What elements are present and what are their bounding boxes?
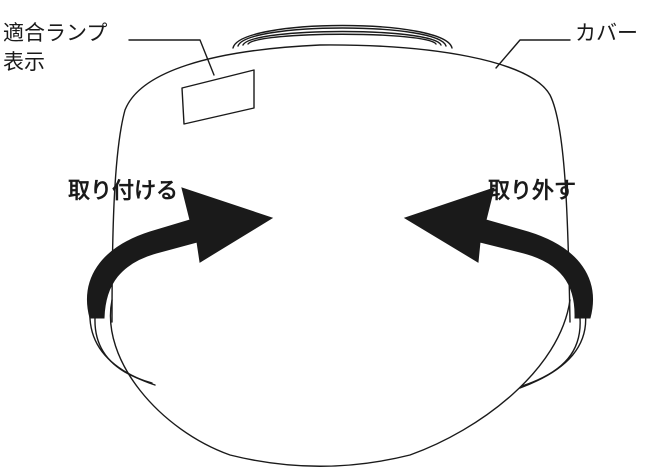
attach-label: 取り付ける: [68, 179, 179, 204]
lamp-window: [181, 69, 255, 125]
mounting-ring: [232, 24, 453, 49]
attach-arrow: [87, 187, 274, 319]
remove-label: 取り外す: [488, 179, 577, 204]
cover-leader-line: [495, 39, 571, 69]
cover-body: [111, 44, 571, 323]
lamp-indicator-label-line2: 表示: [3, 50, 45, 74]
remove-arrow: [403, 187, 593, 319]
lower-dome: [109, 299, 571, 467]
lamp-indicator-label-line1: 適合ランプ: [3, 21, 108, 45]
cover-label: カバー: [575, 21, 638, 45]
lamp-leader-line: [128, 39, 215, 76]
rim-band: [89, 309, 587, 389]
